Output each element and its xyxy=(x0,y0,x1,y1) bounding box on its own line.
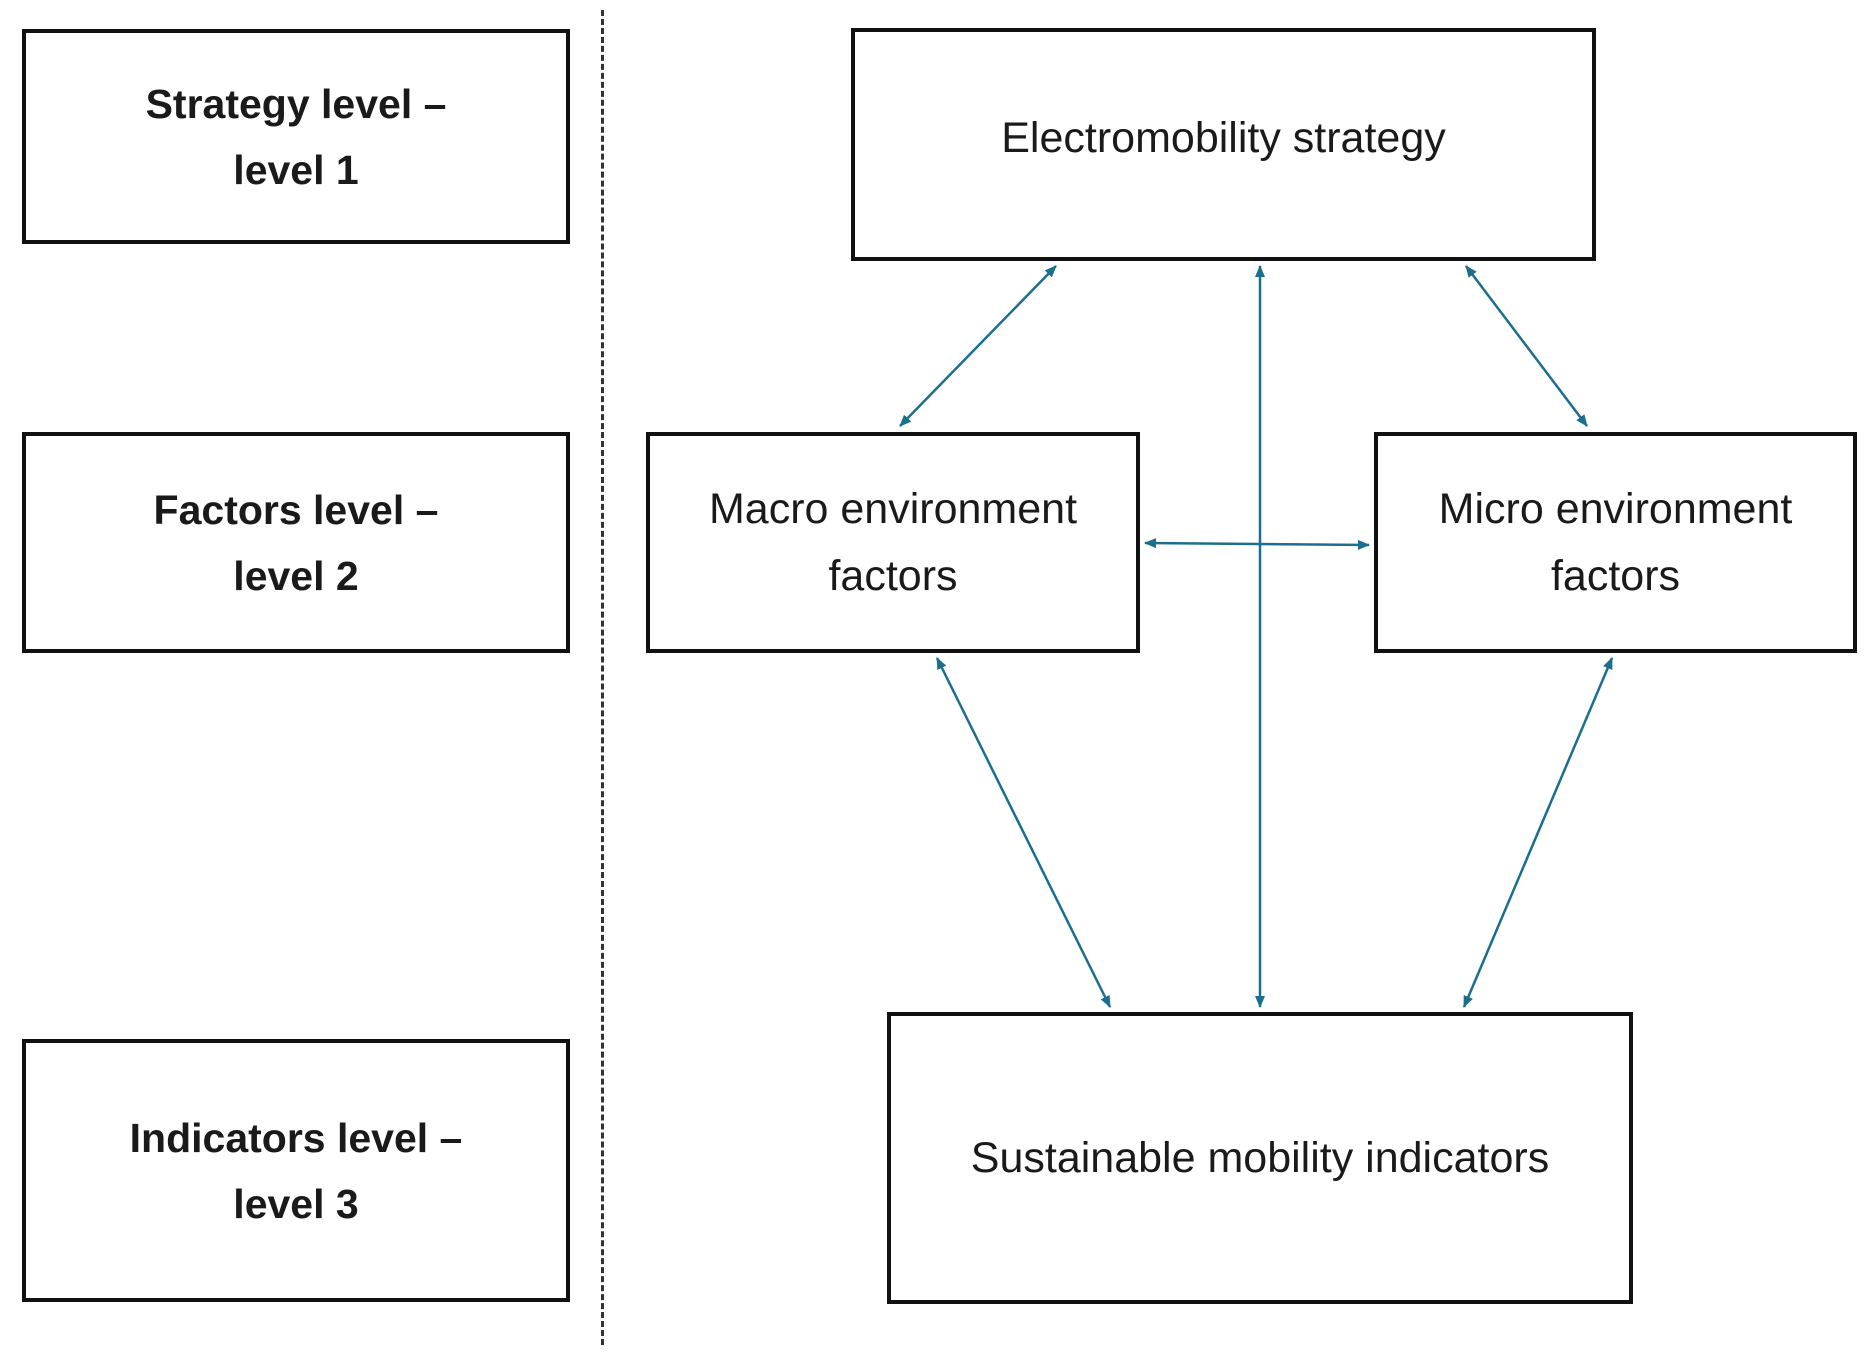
macro-label-line1: Macro environment xyxy=(708,484,1078,533)
micro-label-line1: Micro environment xyxy=(1438,484,1793,533)
macro-label-line2: factors xyxy=(828,551,958,600)
level-1-title: Strategy level – xyxy=(145,80,447,127)
node-sustainable-mobility-indicators: Sustainable mobility indicators xyxy=(887,1012,1633,1304)
level-1-number: level 1 xyxy=(233,146,359,193)
node-electromobility-strategy: Electromobility strategy xyxy=(851,28,1596,261)
level-box-strategy: Strategy level – level 1 xyxy=(22,29,570,244)
level-box-indicators: Indicators level – level 3 xyxy=(22,1039,570,1302)
node-macro-environment-factors: Macro environment factors xyxy=(646,432,1140,653)
arrow-micro-indicators xyxy=(1462,657,1614,1008)
arrow-macro-indicators xyxy=(935,657,1112,1008)
level-3-title: Indicators level – xyxy=(129,1114,463,1161)
node-micro-environment-factors: Micro environment factors xyxy=(1374,432,1857,653)
micro-label-line2: factors xyxy=(1550,551,1681,600)
strategy-label: Electromobility strategy xyxy=(1001,114,1446,162)
arrow-macro-micro xyxy=(1144,538,1370,550)
level-box-factors: Factors level – level 2 xyxy=(22,432,570,653)
arrow-strategy-macro xyxy=(899,265,1057,427)
arrow-strategy-micro xyxy=(1465,265,1588,427)
indicators-label: Sustainable mobility indicators xyxy=(970,1133,1550,1182)
level-2-title: Factors level – xyxy=(153,486,439,533)
level-3-number: level 3 xyxy=(233,1180,359,1227)
column-divider xyxy=(601,10,604,1345)
level-2-number: level 2 xyxy=(233,552,359,599)
